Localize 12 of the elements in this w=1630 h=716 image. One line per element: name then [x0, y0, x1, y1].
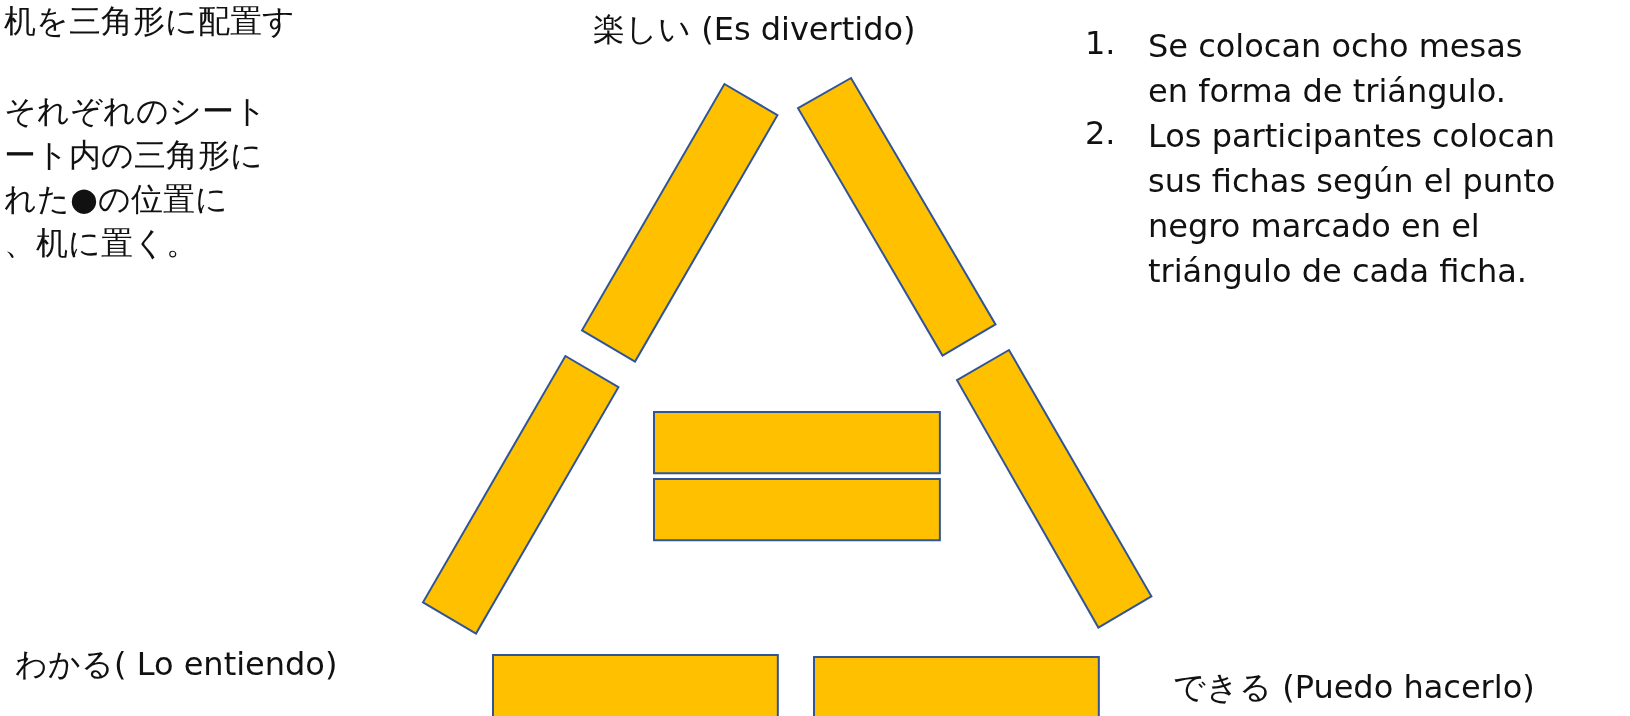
list-number: 2.: [1085, 114, 1116, 152]
instruction-text: ート内の三角形に: [4, 136, 263, 174]
list-number: 1.: [1085, 24, 1116, 62]
vertex-label: わかる( Lo entiendo): [15, 645, 338, 683]
instruction-text: 、机に置く。: [4, 224, 198, 262]
vertex-label: 楽しい (Es divertido): [593, 10, 916, 48]
vertex-label: できる (Puedo hacerlo): [1173, 668, 1535, 706]
instruction-text: れた●の位置に: [4, 180, 228, 218]
instruction-text: それぞれのシート: [4, 92, 267, 130]
instruction-text: 机を三角形に配置す: [4, 2, 295, 40]
instruction-text: Se colocan ocho mesas en forma de triángulo.: [1148, 26, 1524, 112]
instruction-text: Los participantes colocan sus fichas según el punto negro marcado en el triángulo de cada ficha.: [1148, 116, 1557, 292]
